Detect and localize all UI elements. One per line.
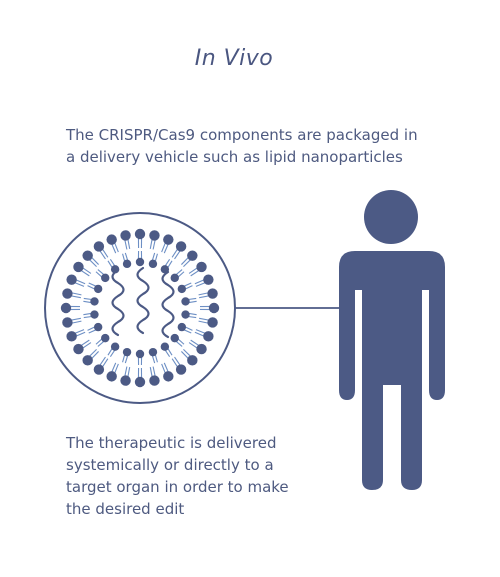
- lipid-head: [187, 355, 198, 366]
- lipid-head: [135, 349, 145, 359]
- lipid-head: [134, 376, 146, 388]
- human-figure-icon: [339, 190, 445, 490]
- lipid-head: [82, 250, 93, 261]
- lipid-head: [203, 331, 214, 342]
- lipid-head: [170, 273, 179, 283]
- lipid-head: [120, 375, 131, 386]
- lipid-head: [90, 310, 99, 319]
- intro-line: a delivery vehicle such as lipid nanopar…: [66, 148, 403, 166]
- lipid-head: [207, 317, 218, 328]
- lipid-head: [82, 355, 93, 366]
- mrna-strand: [161, 270, 175, 339]
- lipid-bilayer: [60, 228, 220, 388]
- lipid-head: [148, 259, 158, 269]
- nanoparticle-outline: [44, 212, 236, 404]
- lipid-head: [175, 364, 187, 375]
- lipid-head: [66, 274, 77, 285]
- lipid-head: [207, 288, 218, 299]
- lipid-head: [101, 333, 110, 343]
- intro-text: The CRISPR/Cas9 components are packaged …: [66, 124, 486, 168]
- mrna-strand: [111, 268, 125, 337]
- lipid-head: [73, 261, 84, 273]
- lipid-head: [203, 274, 214, 285]
- lipid-head: [90, 297, 99, 306]
- lipid-head: [73, 343, 84, 355]
- lipid-head: [170, 333, 179, 343]
- lipid-head: [106, 371, 117, 382]
- lipid-head: [177, 284, 187, 294]
- lipid-head: [93, 284, 103, 294]
- lipid-head: [149, 375, 160, 386]
- intro-line: The CRISPR/Cas9 components are packaged …: [66, 126, 418, 144]
- outcome-line: target organ in order to make: [66, 478, 289, 496]
- lipid-head: [135, 257, 145, 267]
- lipid-head: [181, 310, 190, 319]
- lipid-head: [208, 302, 220, 314]
- lipid-head: [120, 230, 131, 241]
- lipid-head: [196, 261, 207, 273]
- lipid-head: [60, 302, 72, 314]
- outcome-line: systemically or directly to a: [66, 456, 274, 474]
- outcome-line: the desired edit: [66, 500, 185, 518]
- lipid-head: [93, 241, 105, 252]
- lipid-head: [66, 331, 77, 342]
- mrna-strand: [136, 266, 150, 335]
- figure-head: [364, 190, 418, 244]
- delivery-arrow-icon: [235, 297, 353, 319]
- lipid-head: [122, 347, 132, 357]
- lipid-head: [181, 297, 190, 306]
- lipid-head: [62, 288, 73, 299]
- lipid-head: [148, 347, 158, 357]
- lipid-head: [134, 228, 146, 240]
- lipid-head: [149, 230, 160, 241]
- mrna-strands: [111, 266, 175, 339]
- lipid-head: [175, 241, 187, 252]
- figure-body: [339, 251, 445, 490]
- lipid-head: [160, 342, 170, 351]
- lipid-head: [122, 259, 132, 269]
- lipid-head: [110, 342, 120, 351]
- lipid-head: [163, 234, 174, 245]
- lipid-head: [93, 322, 103, 332]
- lipid-head: [163, 371, 174, 382]
- lipid-head: [177, 322, 187, 332]
- lipid-nanoparticle-icon: [44, 212, 236, 404]
- lipid-head: [101, 273, 110, 283]
- lipid-head: [106, 234, 117, 245]
- outcome-line: The therapeutic is delivered: [66, 434, 277, 452]
- lipid-head: [62, 317, 73, 328]
- lipid-head: [93, 364, 105, 375]
- lipid-head: [187, 250, 198, 261]
- page-title: In Vivo: [194, 46, 274, 71]
- lipid-head: [196, 343, 207, 355]
- outcome-text: The therapeutic is delivered systemicall…: [66, 432, 336, 520]
